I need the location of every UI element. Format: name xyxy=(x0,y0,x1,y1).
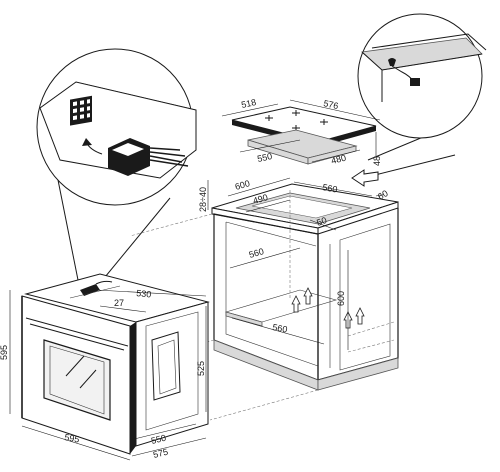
dim-hob-width: 576 xyxy=(323,98,340,111)
airflow-arrow-icon xyxy=(291,287,365,329)
oven-plug-icon xyxy=(69,280,121,299)
airflow-arrow-icon xyxy=(351,169,379,187)
dim-counter-depth: 600 xyxy=(234,178,251,192)
socket-grid-icon xyxy=(70,95,92,126)
plug-icon xyxy=(108,138,189,176)
dim-cab-width-top: 560 xyxy=(248,246,265,260)
dim-oven-body-height: 525 xyxy=(196,361,206,376)
cabinet-dimensions xyxy=(207,177,385,350)
dim-oven-top-depth: 530 xyxy=(136,288,152,300)
hob-dimensions xyxy=(221,99,381,163)
dim-counter-width: 560 xyxy=(322,182,339,194)
dim-cutout-width: 550 xyxy=(256,151,273,164)
dim-cab-width-bottom: 560 xyxy=(272,322,289,334)
dim-counter-gap: 60 xyxy=(376,188,390,202)
dim-inner-width: 490 xyxy=(252,192,269,206)
hob xyxy=(231,106,377,165)
dim-oven-height: 595 xyxy=(0,345,9,360)
dim-oven-rim: 27 xyxy=(114,298,124,308)
oven-dimensions xyxy=(9,289,207,461)
dim-oven-width: 595 xyxy=(64,432,81,444)
dim-cutout-depth: 480 xyxy=(330,153,347,166)
cabinet xyxy=(211,183,399,391)
oven xyxy=(21,273,210,455)
connector-zoom-icon xyxy=(36,48,197,291)
dim-cab-height: 600 xyxy=(336,291,346,306)
dim-oven-total-depth: 575 xyxy=(152,447,169,460)
dim-worktop-offset: 28÷40 xyxy=(198,187,208,212)
dim-hob-depth: 518 xyxy=(240,97,257,110)
cable-clip-zoom-icon xyxy=(357,13,487,176)
dim-inner-margin: 50 xyxy=(315,215,328,228)
dim-oven-body-depth: 550 xyxy=(150,433,167,446)
dim-hob-height: 48 xyxy=(372,156,382,166)
